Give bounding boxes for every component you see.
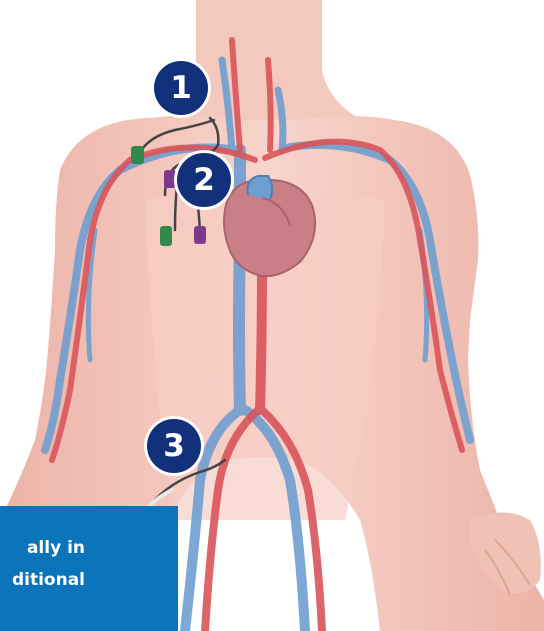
marker-1: 1 (154, 61, 208, 115)
caption-line-1: ally in (12, 532, 85, 564)
heart-icon (224, 176, 315, 276)
marker-3: 3 (147, 419, 201, 473)
caption-line-2: ditional (12, 564, 85, 596)
caption-box: ally in ditional (0, 506, 178, 631)
marker-2: 2 (177, 153, 231, 207)
caption-text: ally in ditional (12, 532, 85, 596)
